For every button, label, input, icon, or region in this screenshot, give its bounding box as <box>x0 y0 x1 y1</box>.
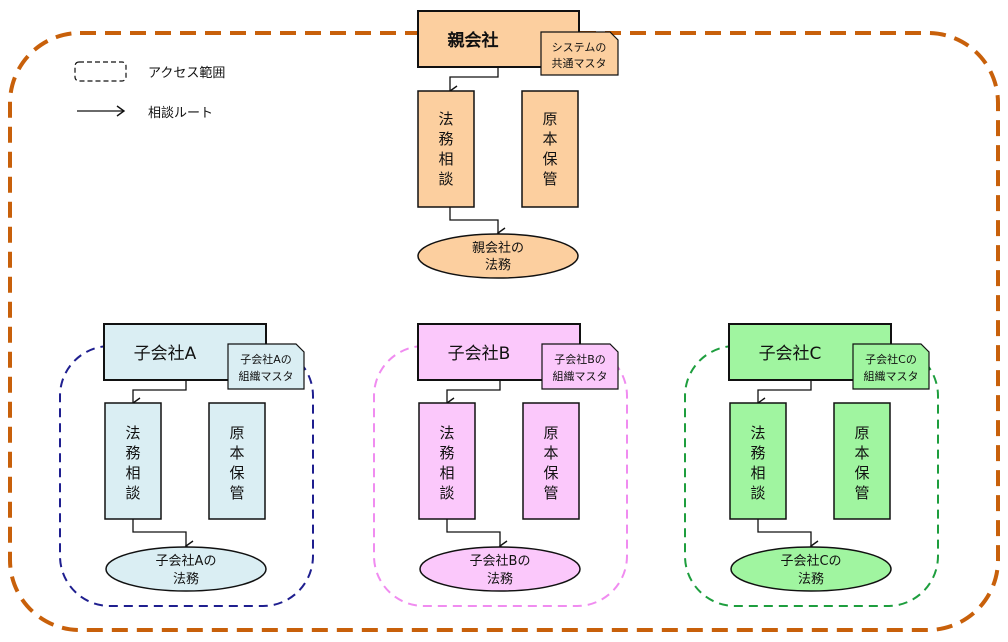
subsidiary-b-storage-char-1: 本 <box>543 444 558 462</box>
subsidiary-a-consult-char-0: 法 <box>125 424 140 442</box>
subsidiary-a-legal-line2: 法務 <box>173 572 199 587</box>
subsidiary-c-company-name: 子会社C <box>759 344 822 364</box>
subsidiary-b-note-line1: 子会社Bの <box>554 352 606 366</box>
subsidiary-b-legal-line2: 法務 <box>487 572 513 587</box>
legend-access-scope-label: アクセス範囲 <box>148 66 225 81</box>
parent-route-to-consult <box>448 67 499 97</box>
parent-note-line2: 共通マスタ <box>552 57 607 70</box>
subsidiary-a-consult-char-2: 相 <box>125 464 140 482</box>
subsidiary-c-consult-char-3: 談 <box>750 484 765 502</box>
subsidiary-c-consult-char-2: 相 <box>750 464 765 482</box>
subsidiary-a-storage-char-1: 本 <box>229 444 244 462</box>
parent-storage-box <box>521 90 579 208</box>
parent-note-line1: システムの <box>552 41 607 54</box>
subsidiary-b-storage-char-0: 原 <box>543 424 558 442</box>
subsidiary-c-route-to-consult <box>756 380 812 409</box>
subsidiary-c-legal-ellipse <box>730 546 892 592</box>
subsidiary-a-legal-line1: 子会社Aの <box>156 553 217 569</box>
subsidiary-b-legal-line1: 子会社Bの <box>470 553 531 569</box>
subsidiary-c-consult-char-1: 務 <box>750 444 765 462</box>
parent-storage-char-0: 原 <box>542 110 557 128</box>
parent-route-to-legal <box>449 207 506 239</box>
parent-consult-char-3: 談 <box>438 170 453 188</box>
parent-consult-box <box>417 90 475 208</box>
subsidiary-a-storage-box <box>208 402 266 520</box>
parent-legal-ellipse <box>417 233 579 279</box>
subsidiary-a-storage-char-3: 管 <box>229 484 244 502</box>
subsidiary-b-storage-box <box>522 402 580 520</box>
subsidiary-a-route-to-consult <box>131 380 187 409</box>
subsidiary-c-consult-char-0: 法 <box>750 424 765 442</box>
subsidiary-a-consult-char-1: 務 <box>125 444 140 462</box>
subsidiary-c-legal-line2: 法務 <box>798 572 824 587</box>
subsidiary-a-note-line2: 組織マスタ <box>239 370 294 383</box>
subsidiary-b-note-line2: 組織マスタ <box>553 370 608 383</box>
parent-storage-char-3: 管 <box>542 170 557 188</box>
subsidiary-c-storage-char-1: 本 <box>854 444 869 462</box>
subsidiary-c-storage-char-2: 保 <box>854 464 869 482</box>
subsidiary-c-storage-char-0: 原 <box>854 424 869 442</box>
subsidiary-c-note-icon <box>852 343 930 390</box>
parent-consult-char-1: 務 <box>438 130 453 148</box>
subsidiary-b-note-icon <box>541 343 619 390</box>
subsidiary-a-route-to-legal <box>132 519 194 552</box>
subsidiary-c-consult-box <box>729 402 787 520</box>
legend-access-scope-swatch <box>74 61 127 82</box>
subsidiary-a-consult-box <box>104 402 162 520</box>
subsidiary-b-route-to-consult <box>445 380 501 409</box>
subsidiary-a-company-name: 子会社A <box>134 344 197 364</box>
subsidiary-a-note-line1: 子会社Aの <box>240 352 292 366</box>
parent-legal-line2: 法務 <box>485 258 511 273</box>
subsidiary-b-consult-char-0: 法 <box>439 424 454 442</box>
parent-consult-char-0: 法 <box>438 110 453 128</box>
subsidiary-b-legal-ellipse <box>419 546 581 592</box>
subsidiary-a-consult-char-3: 談 <box>125 484 140 502</box>
subsidiary-c-route-to-legal <box>757 519 819 552</box>
parent-group: 親会社 システムの 共通マスタ 法 務 相 談 原 本 保 管 親会社の 法務 <box>417 10 619 279</box>
parent-legal-line1: 親会社の <box>472 240 524 256</box>
subsidiary-c-legal-line1: 子会社Cの <box>780 553 841 569</box>
subsidiary-b-consult-char-3: 談 <box>439 484 454 502</box>
subsidiary-a-note-icon <box>227 343 305 390</box>
legend-consult-route-label: 相談ルート <box>148 105 213 121</box>
subsidiary-b-route-to-legal <box>446 519 508 552</box>
parent-consult-char-2: 相 <box>438 150 453 168</box>
subsidiary-a-legal-ellipse <box>105 546 267 592</box>
subsidiary-b-consult-char-2: 相 <box>439 464 454 482</box>
parent-note-icon <box>540 31 619 76</box>
subsidiary-a-storage-char-2: 保 <box>229 464 244 482</box>
subsidiary-b-storage-char-3: 管 <box>543 484 558 502</box>
parent-access-scope <box>8 31 1000 632</box>
parent-company-name: 親会社 <box>448 30 499 51</box>
parent-storage-char-2: 保 <box>542 150 557 168</box>
subsidiary-b-storage-char-2: 保 <box>543 464 558 482</box>
subsidiary-c-storage-box <box>833 402 891 520</box>
legend: アクセス範囲 相談ルート <box>74 61 225 121</box>
subsidiary-a-storage-char-0: 原 <box>229 424 244 442</box>
subsidiary-c-note-line1: 子会社Cの <box>865 352 917 366</box>
subsidiary-b-company-name: 子会社B <box>448 344 511 364</box>
subsidiary-b-consult-char-1: 務 <box>439 444 454 462</box>
subsidiary-b-consult-box <box>418 402 476 520</box>
subsidiary-c-note-line2: 組織マスタ <box>864 370 919 383</box>
subsidiary-c-storage-char-3: 管 <box>854 484 869 502</box>
parent-storage-char-1: 本 <box>542 130 557 148</box>
